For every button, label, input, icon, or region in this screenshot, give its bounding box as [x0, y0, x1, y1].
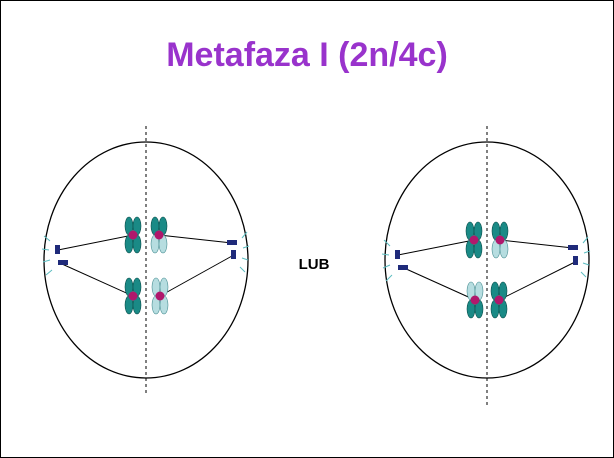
centrosome [58, 260, 68, 265]
chromosome [124, 277, 142, 315]
aster-rays [381, 236, 591, 282]
chromosome [124, 216, 142, 254]
chromosome [151, 277, 169, 315]
centrosome [55, 245, 60, 254]
left-cell [41, 126, 250, 396]
chromosome [491, 221, 509, 259]
centrosome [227, 240, 237, 245]
spindle-fibers [397, 239, 576, 301]
chromosome [465, 221, 483, 259]
centrosome [573, 256, 578, 265]
chromosome [466, 281, 484, 319]
centrosome [568, 245, 578, 250]
centrosome [395, 250, 400, 259]
slide-title: Metafaza I (2n/4c) [166, 36, 448, 74]
or-label: LUB [298, 256, 330, 273]
spindle-fibers [57, 234, 233, 297]
centrosome [231, 250, 236, 259]
chromosome [150, 216, 168, 254]
chromosome [490, 281, 508, 319]
aster-rays [41, 231, 250, 276]
right-cell [381, 126, 591, 408]
centrosome [398, 265, 408, 270]
